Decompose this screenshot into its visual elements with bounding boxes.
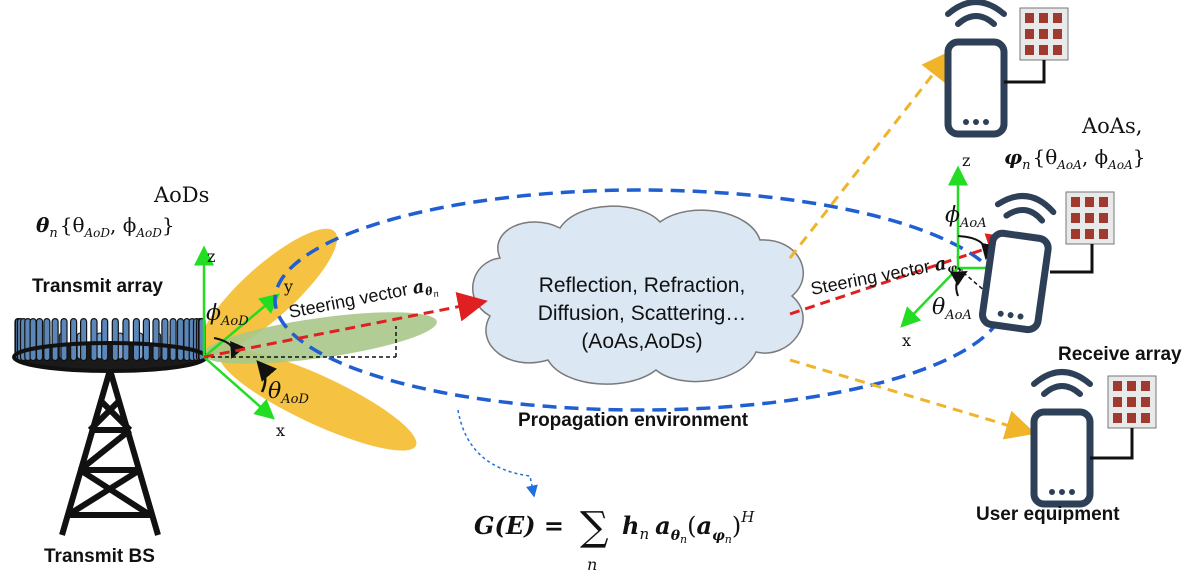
array-element xyxy=(122,318,130,362)
ue-top-connector xyxy=(1004,60,1046,84)
theta-aod-label: θAoD xyxy=(268,379,309,407)
array-element xyxy=(79,318,88,362)
beam-lobe-upper xyxy=(198,228,338,356)
array-element xyxy=(142,318,150,362)
theta-aod-arc xyxy=(256,360,277,393)
rx-steering-arrow xyxy=(789,233,1018,316)
ue-bottom-connector xyxy=(1090,428,1134,460)
array-element xyxy=(51,318,59,362)
array-element xyxy=(152,318,160,362)
array-element xyxy=(69,318,78,362)
scattering-cloud xyxy=(472,205,804,385)
ue-receive xyxy=(981,192,1055,331)
theta-aoa-label: θAoA xyxy=(932,295,972,323)
formula-sum-index: n xyxy=(587,555,597,574)
phi-aod-label: ϕAoD xyxy=(206,301,249,329)
ue-top-panel xyxy=(1019,7,1069,61)
theta-aoa-arc xyxy=(949,271,968,297)
ue-receive-connector xyxy=(1050,244,1094,274)
transmit-bs-label: Transmit BS xyxy=(44,546,155,567)
transmit-array-label: Transmit array xyxy=(32,276,163,297)
formula-pointer xyxy=(457,409,538,498)
transmit-array xyxy=(12,318,208,373)
formula-lhs: G(E) = xyxy=(474,511,564,540)
array-element xyxy=(111,318,119,362)
ue-bottom xyxy=(1034,372,1090,504)
tx-axis-y-label: y xyxy=(283,277,293,296)
cloud-line-2: Diffusion, Scattering… xyxy=(538,302,747,325)
beam-lobe-main xyxy=(203,312,437,364)
ue-receive-panel xyxy=(1065,191,1115,245)
ue-top xyxy=(948,2,1004,134)
receive-array-label: Receive array xyxy=(1058,344,1182,365)
array-element xyxy=(176,318,185,362)
cloud-line-3: (AoAs,AoDs) xyxy=(581,330,702,353)
array-element xyxy=(161,318,169,362)
ue-bottom-panel xyxy=(1107,375,1157,429)
ue-top-arrow xyxy=(788,50,952,259)
array-element xyxy=(60,318,68,362)
rx-axis-x-label: x xyxy=(902,331,911,350)
array-element xyxy=(90,318,98,362)
phi-aoa-arc xyxy=(957,235,997,260)
array-element xyxy=(43,318,51,362)
aoas-title: AoAs, xyxy=(1081,114,1142,138)
aods-parameters: θn{θAoD, ϕAoD} xyxy=(36,213,175,241)
cloud-line-1: Reflection, Refraction, xyxy=(539,274,746,297)
user-equipment-label: User equipment xyxy=(976,504,1120,525)
array-element xyxy=(35,318,44,362)
propagation-environment-label: Propagation environment xyxy=(518,410,749,431)
array-element xyxy=(132,318,140,362)
tx-coordinate-axes xyxy=(194,245,280,420)
rx-axis-z-label: z xyxy=(962,151,970,170)
array-element xyxy=(169,318,177,362)
aoas-parameters: φn{θAoA, ϕAoA} xyxy=(1004,145,1145,173)
ue-bottom-arrow xyxy=(789,358,1036,440)
phi-aoa-label: ϕAoA xyxy=(945,203,987,231)
transmit-bs-tower xyxy=(59,369,161,536)
formula-sum: ∑ xyxy=(580,504,609,550)
tx-axis-z-label: z xyxy=(207,247,215,266)
aods-title: AoDs xyxy=(153,183,209,207)
array-element xyxy=(101,318,109,362)
array-element xyxy=(29,318,37,362)
phi-aod-arc xyxy=(213,337,245,359)
tx-axis-x-label: x xyxy=(276,421,285,440)
